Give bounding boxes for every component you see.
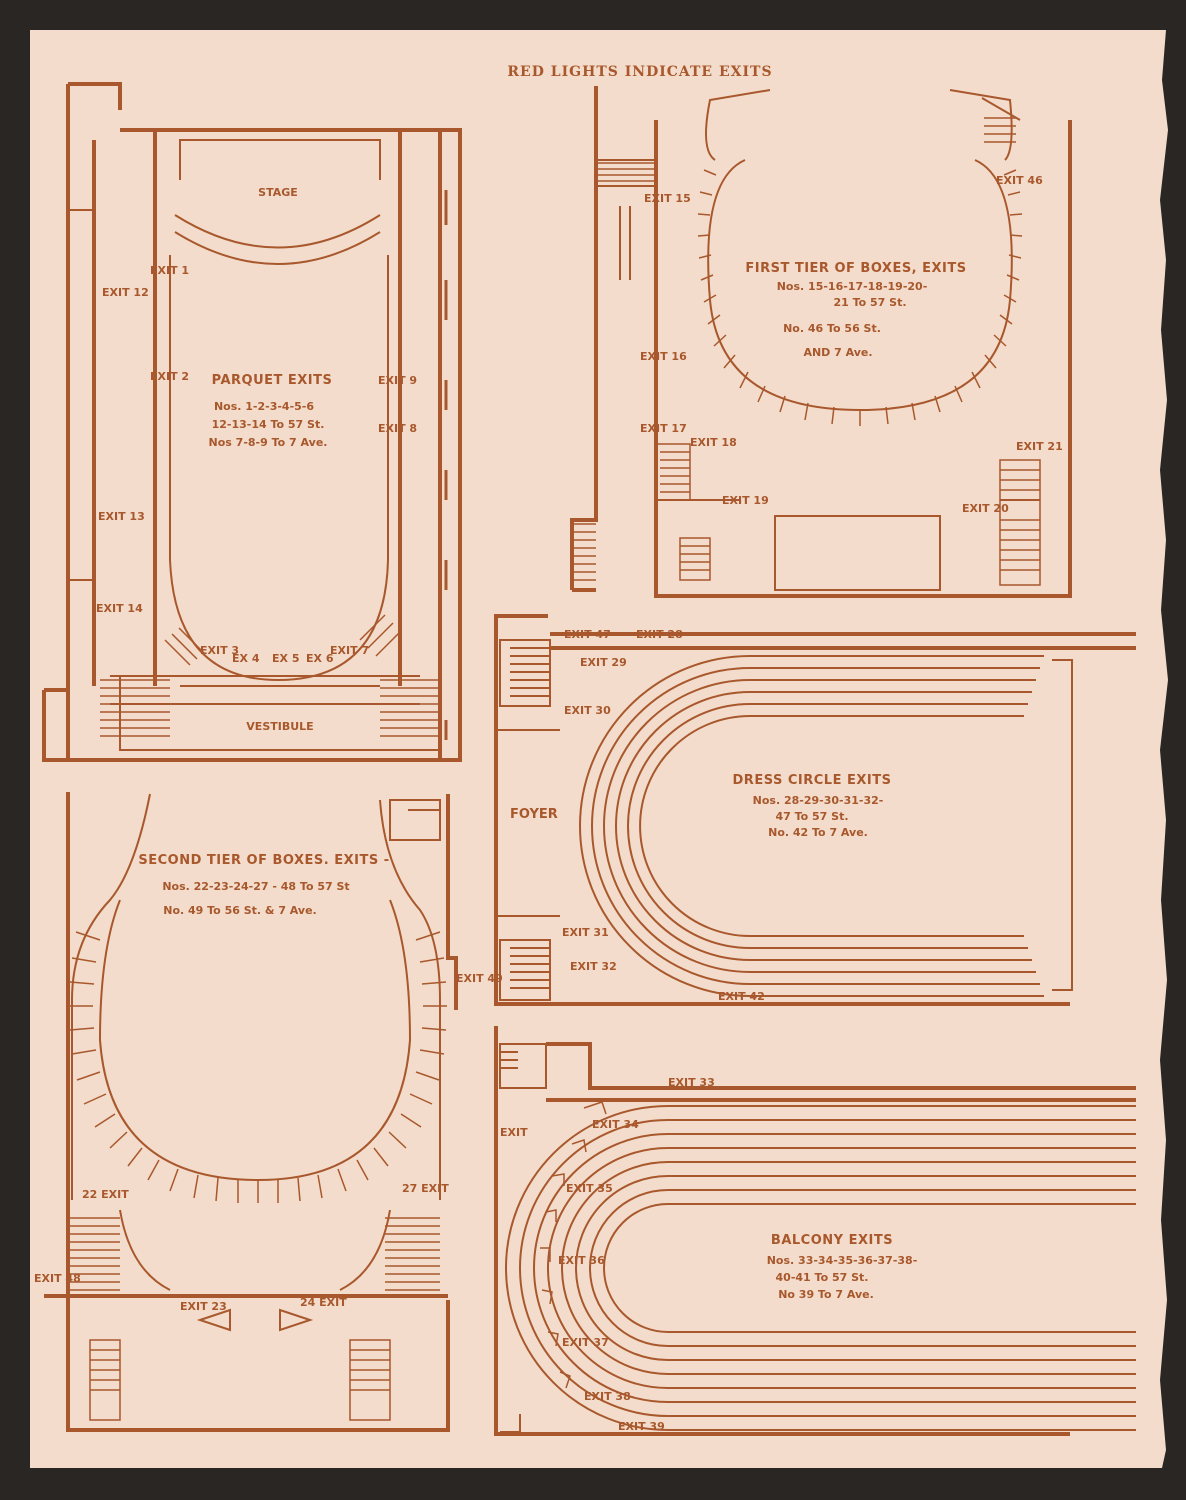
page-header: RED LIGHTS INDICATE EXITS xyxy=(507,64,772,80)
exit-label: EXIT 17 xyxy=(640,422,687,435)
second-tier-line-2: No. 49 To 56 St. & 7 Ave. xyxy=(163,904,317,917)
parquet-title: PARQUET EXITS xyxy=(212,373,333,388)
seat-row xyxy=(579,655,1044,997)
seat-row xyxy=(561,1161,1136,1375)
exit-label: EXIT 8 xyxy=(378,422,417,435)
exit-label: EXIT 12 xyxy=(102,286,149,299)
exit-label: EXIT 18 xyxy=(690,436,737,449)
balcony-line-3: No 39 To 7 Ave. xyxy=(778,1288,874,1301)
dress-circle-line-2: 47 To 57 St. xyxy=(775,810,848,823)
exit-label: 27 EXIT xyxy=(402,1182,449,1195)
exit-label: EXIT 29 xyxy=(580,656,627,669)
seat-row xyxy=(575,1175,1136,1361)
seat-row xyxy=(639,715,1024,937)
stage-label: STAGE xyxy=(258,186,298,199)
exit-label: EXIT 16 xyxy=(640,350,687,363)
seat-row xyxy=(533,1133,1136,1403)
seat-row xyxy=(505,1105,1136,1431)
first-tier-line-3: No. 46 To 56 St. xyxy=(783,322,881,335)
second-tier-plan: SECOND TIER OF BOXES. EXITS - Nos. 22-23… xyxy=(34,792,503,1432)
exit-label: EXIT 42 xyxy=(718,990,765,1003)
balcony-line-2: 40-41 To 57 St. xyxy=(776,1271,869,1284)
balcony-seat-rows xyxy=(505,1105,1136,1431)
exit-label: EXIT 49 xyxy=(456,972,503,985)
seat-row xyxy=(591,667,1040,985)
foyer-label: FOYER xyxy=(510,807,558,822)
first-tier-line-2: 21 To 57 St. xyxy=(833,296,906,309)
exit-label: EXIT 31 xyxy=(562,926,609,939)
exit-label: EXIT 20 xyxy=(962,502,1009,515)
seat-row xyxy=(603,1203,1136,1333)
seat-row xyxy=(615,691,1032,961)
first-tier-line-4: AND 7 Ave. xyxy=(803,346,872,359)
seat-row xyxy=(627,703,1028,949)
exit-label: 22 EXIT xyxy=(82,1188,129,1201)
parquet-plan: STAGE VESTIBULE PARQUET EXITS Nos. 1-2-3… xyxy=(42,82,462,762)
exit-label: EXIT 7 xyxy=(330,644,369,657)
exit-label: EXIT 9 xyxy=(378,374,417,387)
exit-label: EXIT 21 xyxy=(1016,440,1063,453)
exit-label: 24 EXIT xyxy=(300,1296,347,1309)
exit-label: EXIT 46 xyxy=(996,174,1043,187)
exit-label: EX 5 xyxy=(272,652,299,665)
exit-label: EXIT 32 xyxy=(570,960,617,973)
seat-row xyxy=(519,1119,1136,1417)
dress-circle-seat-rows xyxy=(579,655,1044,997)
balcony-line-1: Nos. 33-34-35-36-37-38- xyxy=(767,1254,918,1267)
parquet-line-3: Nos 7-8-9 To 7 Ave. xyxy=(209,436,328,449)
exit-label: EXIT 37 xyxy=(562,1336,609,1349)
exit-label: EXIT 13 xyxy=(98,510,145,523)
exit-label: EXIT 2 xyxy=(150,370,189,383)
exit-label: EXIT 38 xyxy=(584,1390,631,1403)
parquet-line-2: 12-13-14 To 57 St. xyxy=(212,418,325,431)
dress-circle-line-3: No. 42 To 7 Ave. xyxy=(768,826,868,839)
vestibule-label: VESTIBULE xyxy=(246,720,313,733)
exit-label: EXIT 1 xyxy=(150,264,189,277)
seat-row xyxy=(547,1147,1136,1389)
exit-label: EX 6 xyxy=(306,652,334,665)
exit-label: EXIT 15 xyxy=(644,192,691,205)
exit-label: EXIT 35 xyxy=(566,1182,613,1195)
first-tier-title: FIRST TIER OF BOXES, EXITS xyxy=(745,261,966,276)
seat-row xyxy=(589,1189,1136,1347)
dress-circle-plan: FOYER DRESS CIRCLE EXITS Nos. 28-29-30-3… xyxy=(494,614,1136,1006)
exit-label: EXIT 23 xyxy=(180,1300,227,1313)
exit-label: EXIT 19 xyxy=(722,494,769,507)
first-tier-plan: FIRST TIER OF BOXES, EXITS Nos. 15-16-17… xyxy=(570,86,1072,598)
exit-label: EXIT 30 xyxy=(564,704,611,717)
exit-label: EXIT 3 xyxy=(200,644,239,657)
exit-label: EXIT 28 xyxy=(636,628,683,641)
exit-label: EX 4 xyxy=(232,652,260,665)
exit-label: EXIT 34 xyxy=(592,1118,639,1131)
dress-circle-title: DRESS CIRCLE EXITS xyxy=(733,773,892,788)
parquet-line-1: Nos. 1-2-3-4-5-6 xyxy=(214,400,314,413)
exit-label: EXIT 47 xyxy=(564,628,611,641)
seat-row xyxy=(603,679,1036,973)
exit-label: EXIT 36 xyxy=(558,1254,605,1267)
balcony-plan: BALCONY EXITS Nos. 33-34-35-36-37-38- 40… xyxy=(494,1026,1136,1436)
dress-circle-line-1: Nos. 28-29-30-31-32- xyxy=(753,794,884,807)
exit-label: EXIT xyxy=(500,1126,528,1139)
exit-label: EXIT 39 xyxy=(618,1420,665,1433)
second-tier-title: SECOND TIER OF BOXES. EXITS - xyxy=(138,853,389,868)
first-tier-line-1: Nos. 15-16-17-18-19-20- xyxy=(777,280,928,293)
exit-label: EXIT 33 xyxy=(668,1076,715,1089)
exit-label: EXIT 14 xyxy=(96,602,143,615)
exit-label: EXIT 48 xyxy=(34,1272,81,1285)
balcony-title: BALCONY EXITS xyxy=(771,1233,893,1248)
second-tier-line-1: Nos. 22-23-24-27 - 48 To 57 St xyxy=(162,880,349,893)
